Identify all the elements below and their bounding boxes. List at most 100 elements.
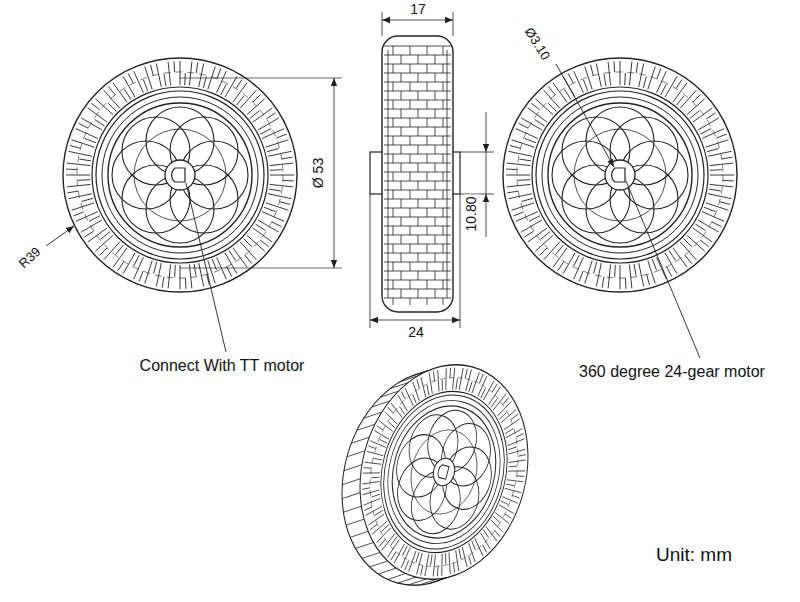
tread-line [427,190,428,199]
tread-groove [529,216,540,221]
extension-line [180,78,342,79]
tread-groove [510,145,521,148]
rim-spokes [112,107,248,243]
tread-groove [244,239,252,247]
tread-line [393,154,394,163]
tread-groove [78,179,90,181]
tread-groove [123,253,135,274]
tread-groove [134,257,144,279]
tread-groove [483,380,494,402]
tread-groove [665,253,677,274]
rim-edge [372,388,515,556]
extension-line [460,152,494,153]
tire-side [382,36,453,312]
tread-groove [258,220,279,232]
tread-groove [168,265,171,289]
tread-groove [266,113,275,119]
tread-groove [400,392,407,400]
tread-line [384,91,451,92]
tread-groove [706,113,715,119]
tread-groove [528,108,547,122]
tread-groove [225,253,237,274]
tread-line [384,73,451,74]
tread-groove [189,62,192,86]
tread-groove [79,159,91,161]
tread-groove [457,368,464,390]
tread-line [418,145,419,154]
tread-line [384,127,451,128]
tread-groove [548,103,556,111]
tread-groove [184,73,186,85]
tread-line [435,271,436,280]
tread-ring [350,361,539,583]
tread-line [384,154,451,155]
tread-line [393,262,394,271]
tread-groove [199,63,204,86]
tread-groove [471,538,487,556]
tread-line [384,289,451,290]
rim-spokes [552,107,688,243]
tread-groove [423,554,430,576]
tread-line [443,64,444,73]
tread-groove [507,478,524,485]
tread-groove [514,212,524,216]
tread-groove [477,533,494,549]
tread-groove [466,370,472,392]
tread-groove [420,565,423,575]
tread-groove [366,503,383,519]
tread-line [443,190,444,199]
tread-groove [722,157,733,159]
tread-line [384,145,451,146]
tread-groove [221,84,226,95]
tread-line [393,46,394,55]
tread-groove [394,543,405,565]
wheel-front-view [63,58,297,292]
tread-groove [647,274,650,285]
tread-groove [519,159,531,161]
tread-groove [648,261,655,284]
tread-line [443,172,444,181]
tread-groove [535,235,553,251]
tread-line [401,271,402,280]
tread-groove [342,493,360,499]
tread-blocks [506,61,734,289]
tread-groove [270,175,294,176]
tread-groove [479,374,483,384]
tread-line [418,217,419,226]
tread-groove [512,495,520,498]
tread-line [427,226,428,235]
tread-groove [608,62,611,86]
tread-ring [77,72,283,278]
tread-groove [518,453,526,458]
tread-groove [88,228,107,242]
tread-groove [504,514,512,518]
tread-groove [91,103,100,110]
tread-groove [118,261,124,270]
tread-groove [245,255,252,264]
callout-label: 360 degree 24-gear motor [577,363,767,381]
hub [605,160,635,190]
tread-line [427,244,428,253]
tread-line [393,280,394,289]
tread-groove [509,456,526,467]
tread-line [410,226,411,235]
callout-label: Connect With TT motor [138,357,307,375]
tread-groove [590,65,593,76]
tread-groove [596,263,601,286]
tread-groove [574,71,584,93]
tread-groove [66,175,90,176]
tread-blocks [66,61,294,289]
tread-line [384,217,451,218]
tread-groove [233,83,247,102]
wheel-side-view [370,36,460,312]
wheel-isometric-view [319,346,552,602]
tread-line [401,109,402,118]
tread-groove [709,189,721,191]
tread-groove [156,263,161,286]
tread-groove [488,520,505,533]
tread-groove [199,263,204,286]
tread-groove [74,212,84,216]
tread-line [418,109,419,118]
tread-line [410,298,411,305]
